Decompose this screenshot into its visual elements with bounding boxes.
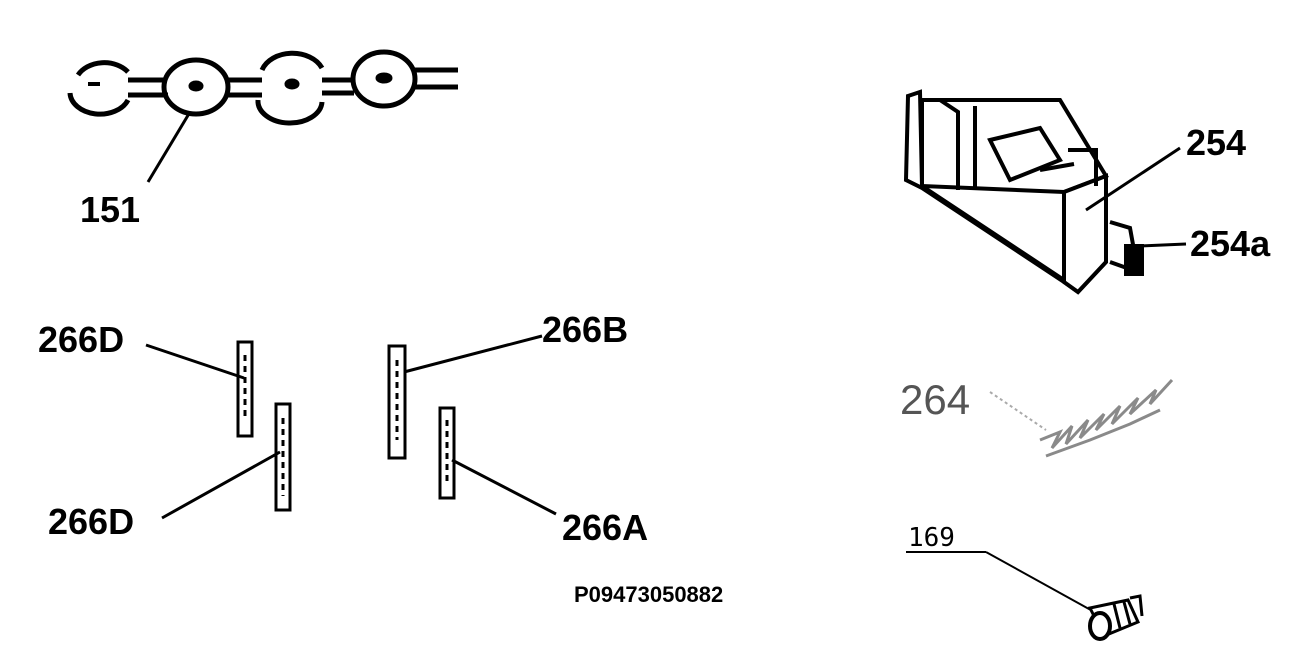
strip-266a: [438, 406, 557, 516]
label-266d-upper: 266D: [38, 319, 124, 360]
label-254a: 254a: [1190, 223, 1271, 264]
label-254: 254: [1186, 122, 1246, 163]
box-part: [903, 89, 1187, 295]
strip-266d-upper: [145, 340, 254, 438]
drawing-code: P09473050882: [574, 582, 723, 607]
label-264: 264: [900, 376, 970, 423]
strip-266b: [387, 334, 543, 460]
label-266a: 266A: [562, 507, 648, 548]
label-169: 169: [908, 523, 955, 553]
label-266d-lower: 266D: [48, 501, 134, 542]
label-266b: 266B: [542, 309, 628, 350]
spring-part: [989, 378, 1174, 458]
label-151: 151: [80, 189, 140, 230]
chain-part: [67, 49, 458, 183]
strip-266d-lower: [161, 402, 292, 520]
pin-part: [906, 551, 1144, 641]
